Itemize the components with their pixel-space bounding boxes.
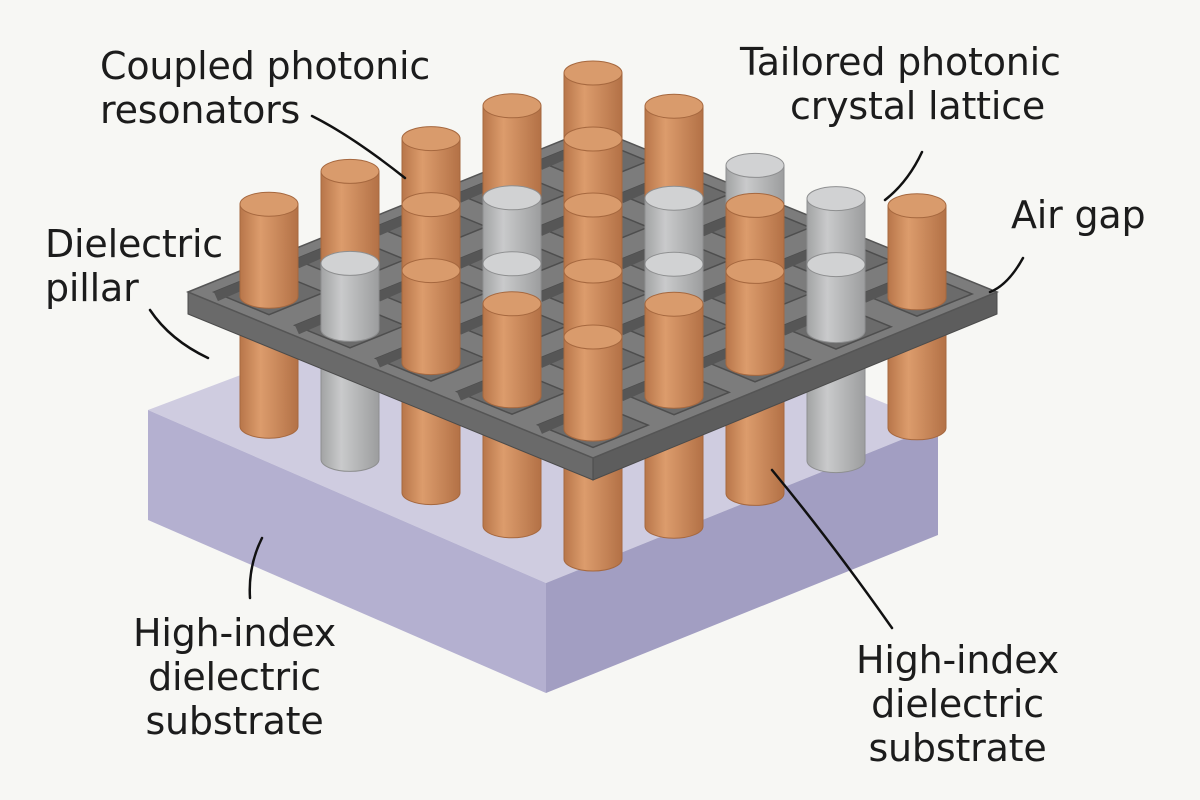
pillar-upper-r4c1-body [644,303,704,409]
substrate-right-face [546,425,938,693]
pillar-upper-r1c3-top [563,126,623,152]
pillar-upper-r3c3-top [725,192,785,218]
pillar-upper-r3c4-top [806,186,866,212]
pillar-upper-r4c4-body [887,205,947,311]
upper-pillar-layer [239,60,947,442]
pillar-upper-r0c0-top [239,191,299,217]
pillar-upper-r3c0-body [482,303,542,409]
pillar-upper-r2c2-top [563,192,623,218]
pillar-upper-r0c0-body [239,203,299,309]
pillar-upper-r4c1-top [644,291,704,317]
pillar-upper-r2c4-top [725,152,785,178]
pillar-upper-r1c4 [644,93,704,211]
pillar-upper-r4c2 [725,258,785,376]
leader-dielectric-pillar [148,308,210,360]
pillar-upper-r1c4-top [644,93,704,119]
pillar-upper-r4c0-top [563,324,623,350]
pillar-upper-r0c2-top [401,126,461,152]
pillar-upper-r4c3-body [806,264,866,344]
pillar-upper-r1c0-body [320,262,380,342]
pillar-upper-r2c1-top [482,251,542,277]
label-air-gap: Air gap [1011,193,1146,237]
pillar-upper-r4c0 [563,324,623,442]
pillar-upper-r0c3 [482,93,542,211]
leader-substrate-right [770,468,894,630]
pillar-upper-r1c1-top [401,192,461,218]
label-high-index-substrate-right: High-index dielectric substrate [856,638,1060,770]
leader-air-gap [988,256,1025,294]
pillar-upper-r4c1 [644,291,704,409]
pillar-upper-r2c3-top [644,185,704,211]
pillar-upper-r4c4-top [887,193,947,219]
label-dielectric-pillar: Dielectric pillar [45,222,223,310]
pillar-upper-r4c0-body [563,336,623,442]
pillar-lower-r4c0-body [563,446,623,572]
leader-substrate-left [248,536,264,600]
pillar-upper-r0c0 [239,191,299,309]
leader-crystal-lattice [883,150,924,202]
pillar-upper-r4c3 [806,252,866,344]
pillar-upper-r1c0 [320,250,380,342]
pillar-upper-r2c0 [401,258,461,376]
pillar-upper-r3c1-top [563,258,623,284]
label-tailored-photonic-crystal-lattice: Tailored photonic crystal lattice [740,40,1061,128]
pillar-upper-r4c2-top [725,258,785,284]
pillar-upper-r3c0-top [482,291,542,317]
pillar-upper-r0c4-top [563,60,623,86]
pillar-upper-r1c2-top [482,185,542,211]
substrate-front-face [148,410,546,693]
pillar-upper-r2c0-body [401,270,461,376]
leader-lines [148,114,1025,630]
pillar-upper-r0c1 [320,158,380,276]
pillar-upper-r4c4 [887,193,947,311]
pillar-upper-r1c0-top [320,250,380,276]
pillar-upper-r4c2-body [725,270,785,376]
label-coupled-photonic-resonators: Coupled photonic resonators [100,44,431,132]
pillar-upper-r3c2-top [644,251,704,277]
pillar-upper-r4c3-top [806,252,866,278]
leader-coupled-resonators [310,114,407,180]
pillar-upper-r2c0-top [401,258,461,284]
pillar-upper-r0c1-top [320,158,380,184]
pillar-upper-r3c0 [482,291,542,409]
pillar-upper-r0c3-top [482,93,542,119]
label-high-index-substrate-left: High-index dielectric substrate [133,611,337,743]
